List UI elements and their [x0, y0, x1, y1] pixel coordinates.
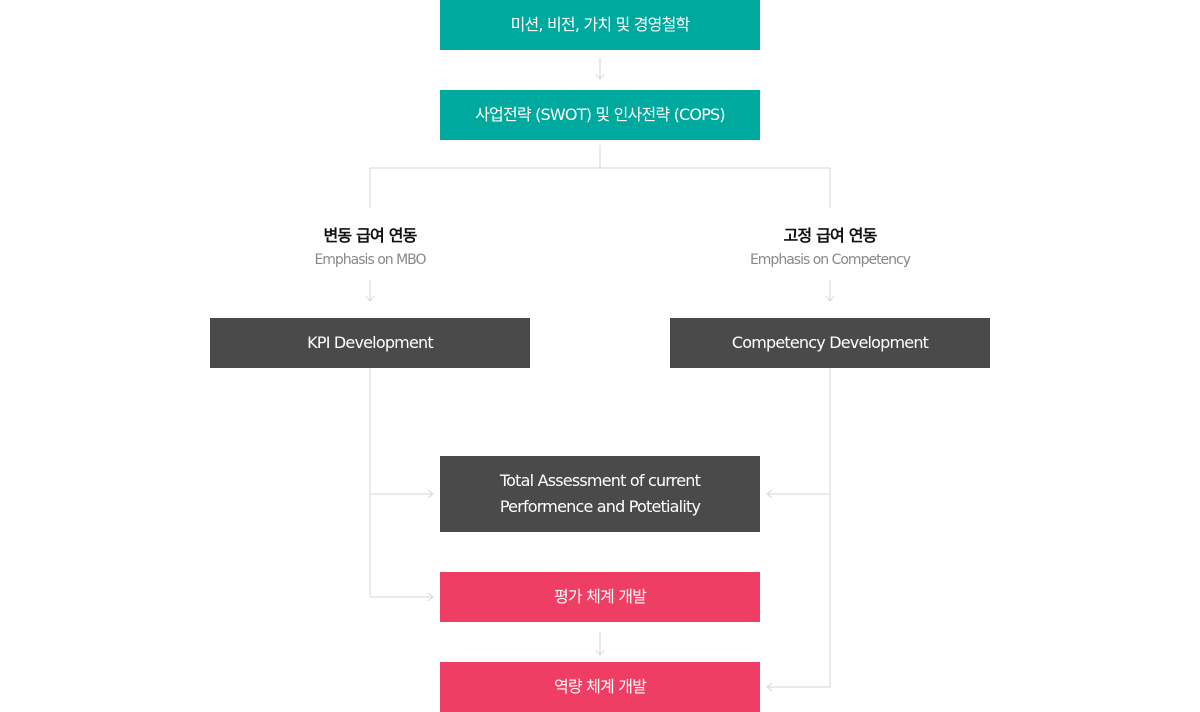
total-assessment-line1: Total Assessment of current: [499, 471, 701, 490]
arrowhead: [595, 649, 605, 656]
total-assessment-box: Total Assessment of current Performence …: [440, 456, 760, 532]
arrowhead: [427, 592, 434, 602]
arrowhead: [427, 489, 434, 499]
competency-system-box: 역량 체계 개발: [440, 662, 760, 712]
total-assessment-line2: Performence and Potetiality: [499, 497, 701, 516]
mission-box: 미션, 비전, 가치 및 경영철학: [440, 0, 760, 50]
strategy-box: 사업전략 (SWOT) 및 인사전략 (COPS): [440, 90, 760, 140]
left-branch-subtitle: Emphasis on MBO: [314, 252, 426, 268]
kpi-development-box: KPI Development: [210, 318, 530, 368]
arrowhead: [595, 73, 605, 80]
left-branch-label: 변동 급여 연동 Emphasis on MBO: [210, 225, 530, 271]
competency-development-box: Competency Development: [670, 318, 990, 368]
arrowhead: [365, 295, 375, 302]
strategy-label: 사업전략 (SWOT) 및 인사전략 (COPS): [475, 105, 726, 124]
left-branch-title: 변동 급여 연동: [323, 226, 417, 245]
right-branch-subtitle: Emphasis on Competency: [749, 252, 911, 268]
right-branch-title: 고정 급여 연동: [783, 226, 877, 245]
arrowhead: [825, 295, 835, 302]
mission-label: 미션, 비전, 가치 및 경영철학: [510, 15, 691, 34]
competency-development-label: Competency Development: [731, 333, 929, 352]
kpi-development-label: KPI Development: [307, 333, 433, 352]
right-branch-label: 고정 급여 연동 Emphasis on Competency: [670, 225, 990, 271]
arrowhead: [766, 489, 773, 499]
evaluation-system-label: 평가 체계 개발: [553, 587, 647, 606]
competency-system-label: 역량 체계 개발: [553, 677, 647, 696]
arrowhead: [766, 682, 773, 692]
evaluation-system-box: 평가 체계 개발: [440, 572, 760, 622]
